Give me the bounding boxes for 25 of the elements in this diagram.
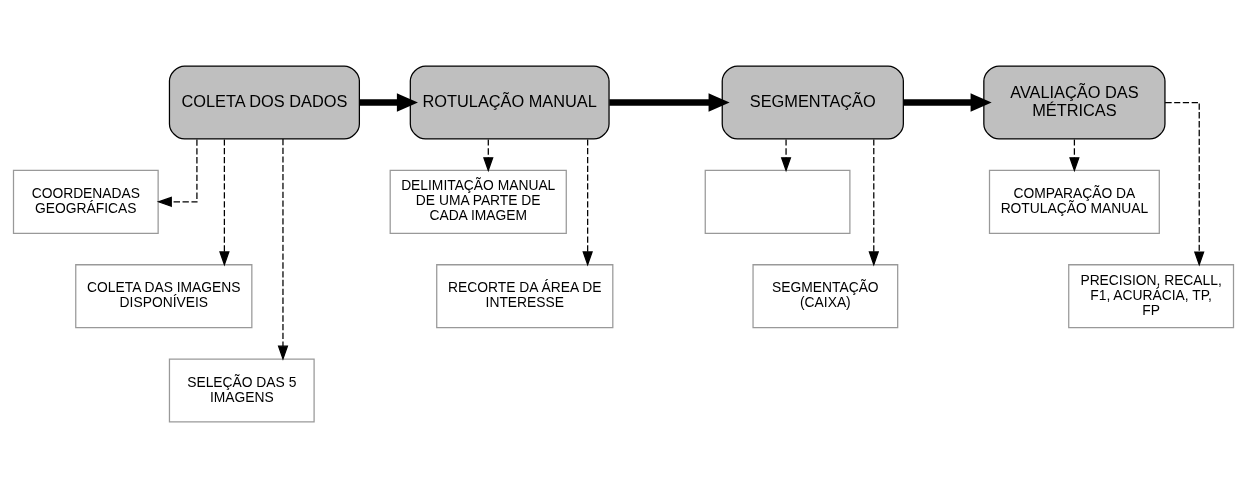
arrow [609,93,730,112]
arrow [219,138,230,267]
node-box: DELIMITAÇÃO MANUAL DE UMA PARTE DE CADA IMAGEM [389,169,567,234]
node-box: SELEÇÃO DAS 5 IMAGENS [168,358,315,423]
node-box: COMPARAÇÃO DA ROTULAÇÃO MANUAL [988,169,1160,234]
node-box: COLETA DOS DADOS [168,65,360,140]
arrow [582,138,593,267]
node-box: COLETA DAS IMAGENS DISPONÍVEIS [75,264,253,329]
node-box: RECORTE DA ÁREA DE INTERESSE [436,264,614,329]
node-box: AVALIAÇÃO DAS MÉTRICAS [983,65,1166,140]
node-box: SEGMENTAÇÃO (CAIXA) [752,264,899,329]
node-box: COORDENADAS GEOGRÁFICAS [12,169,159,234]
node-box: PRECISION, RECALL, F1, ACURÁCIA, TP, FP [1068,264,1235,329]
arrow [1164,101,1205,267]
arrow [277,138,289,361]
arrow [868,138,880,267]
node-box: ROTULAÇÃO MANUAL [409,65,610,140]
arrow [903,93,992,112]
arrow [780,138,792,173]
arrow [1069,138,1080,173]
node-box: SEGMENTAÇÃO [721,65,904,140]
arrow [359,93,418,112]
arrow [156,138,198,208]
node-box [704,169,851,234]
arrow [483,138,494,173]
